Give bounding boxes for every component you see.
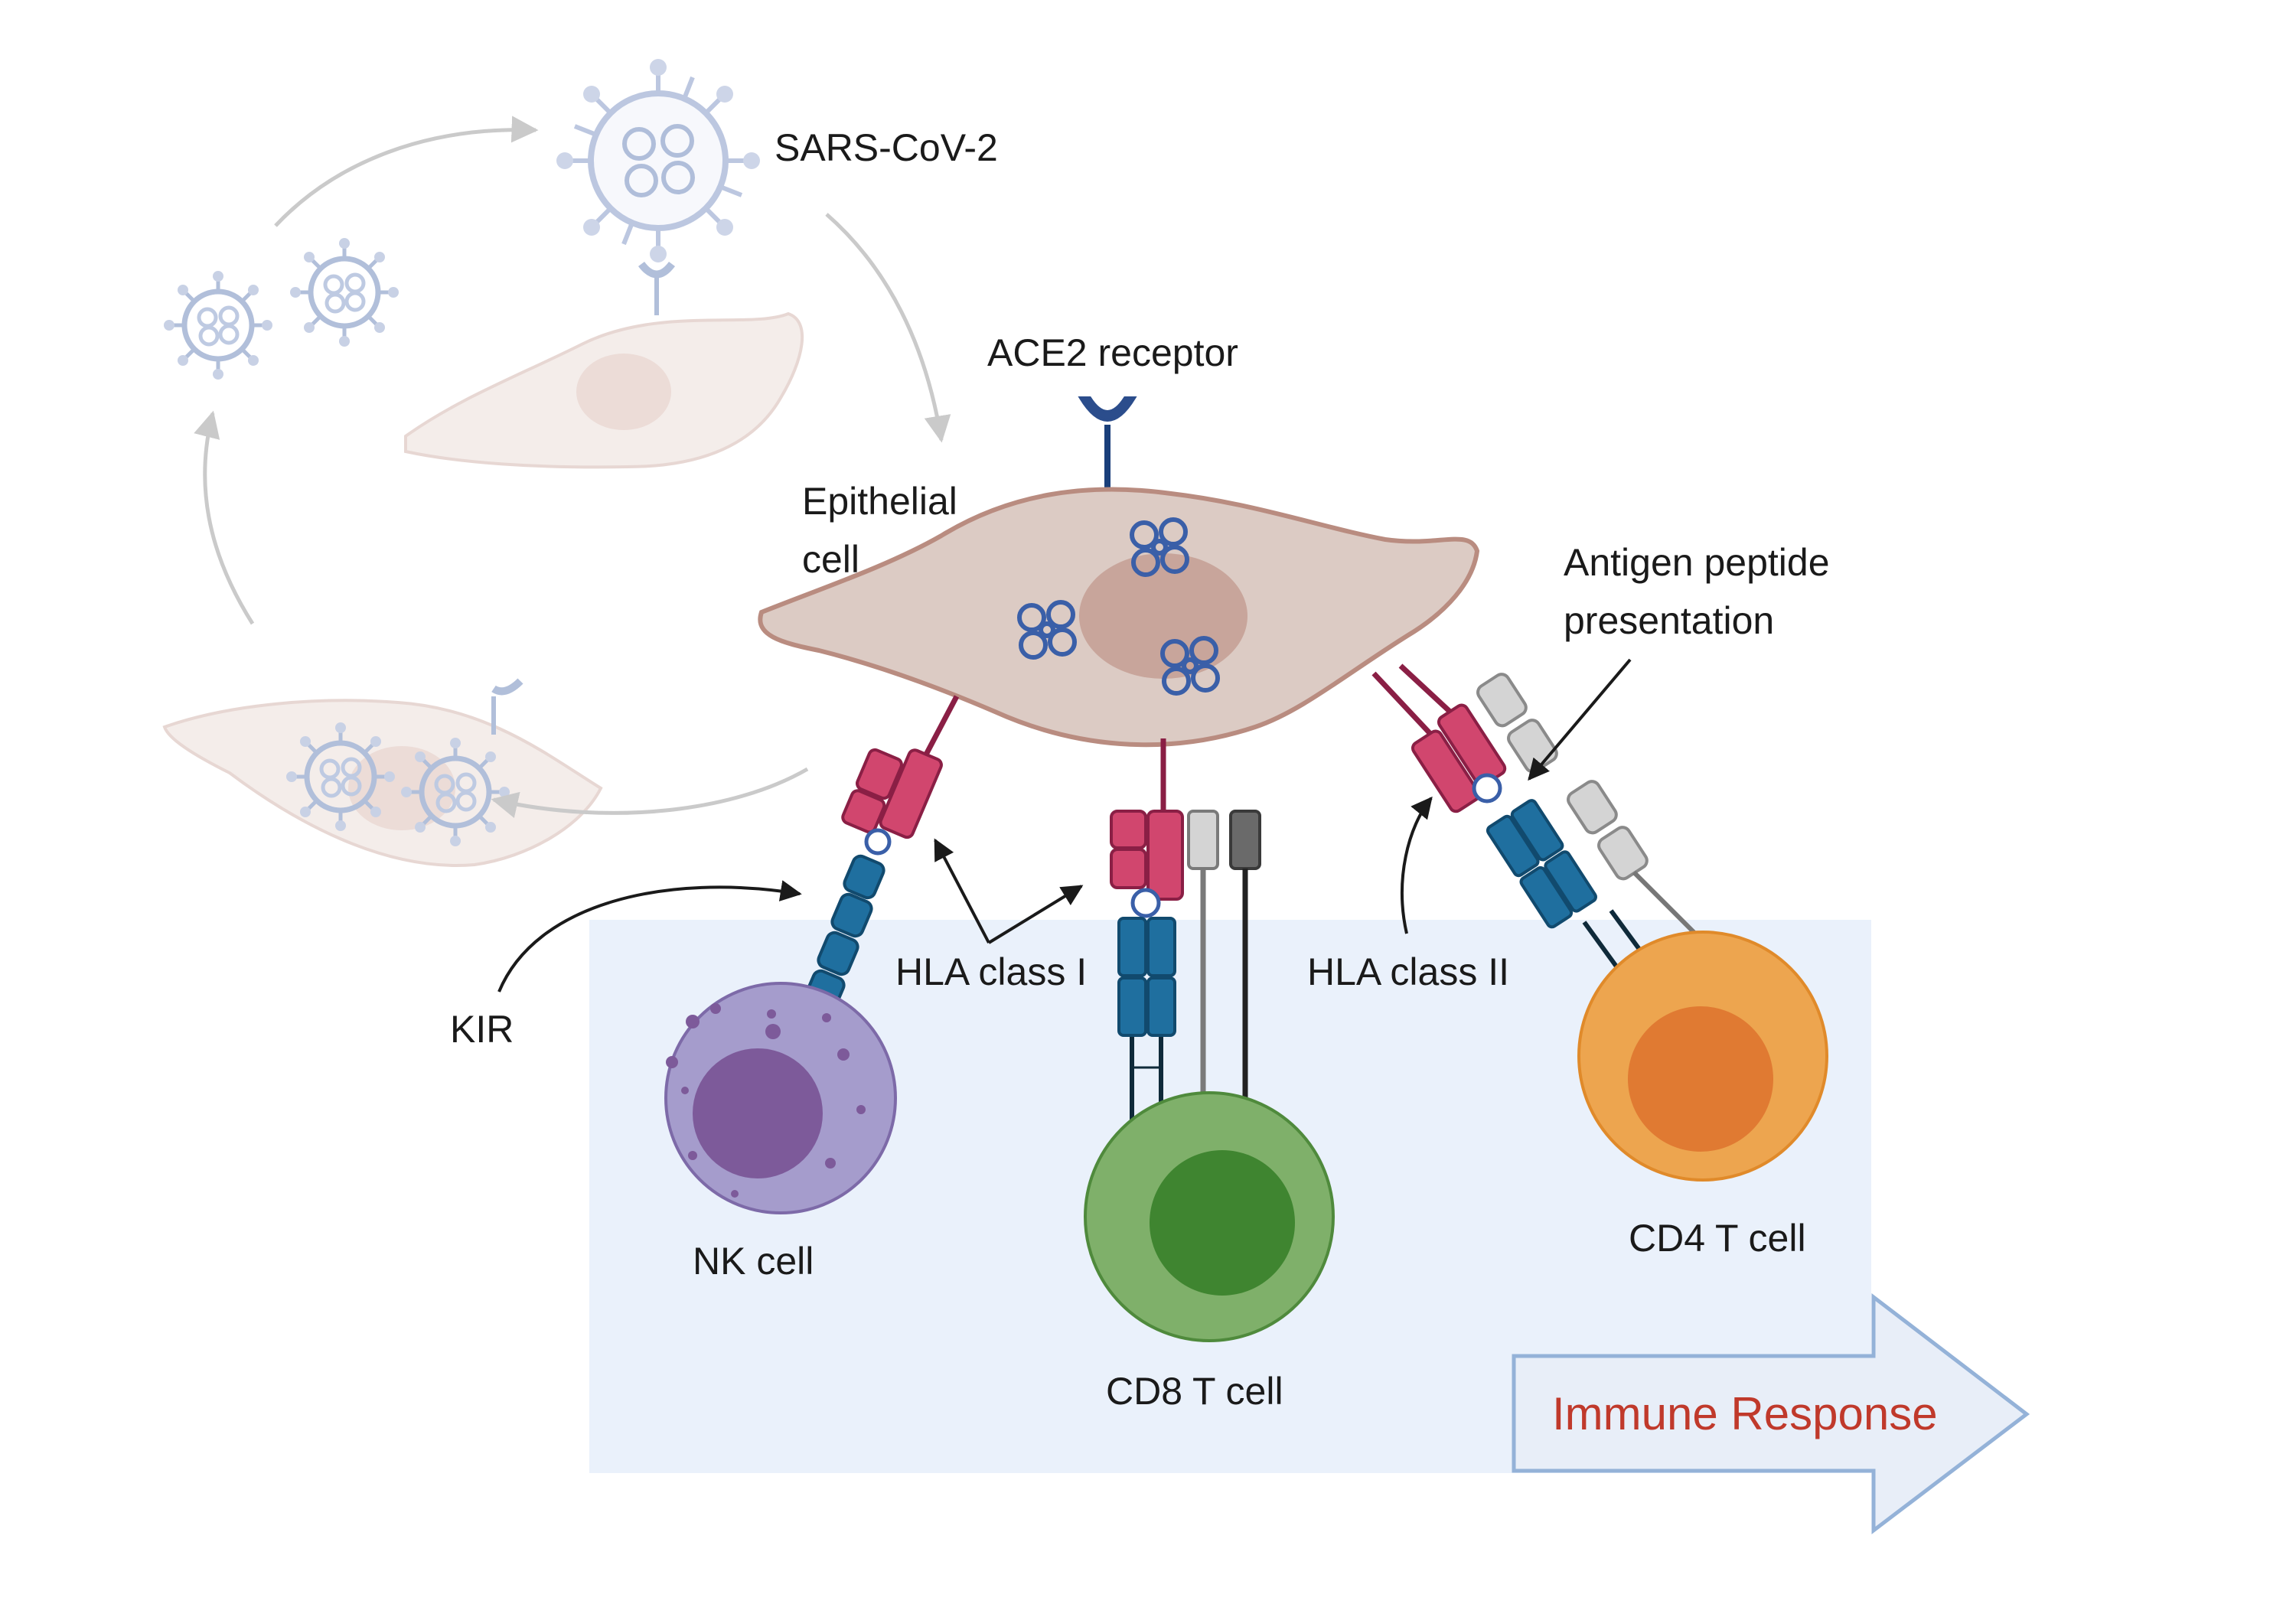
peptide-icon (1130, 888, 1161, 918)
hla1-pointer-arrow-right (987, 885, 1084, 944)
label-immune-response: Immune Response (1552, 1388, 1938, 1439)
tcr-receptor-cd8 (1117, 917, 1176, 1037)
cycle-arrow-to-infected-cell (491, 767, 809, 818)
peptide-icon (864, 828, 892, 856)
nk-cell-nucleus (693, 1048, 823, 1178)
label-hla-class-1: HLA class I (895, 950, 1087, 993)
label-sars-cov-2: SARS-CoV-2 (775, 126, 998, 169)
label-epithelial-line1: Epithelial (802, 480, 957, 523)
label-cd8-t-cell: CD8 T cell (1106, 1370, 1283, 1413)
cd8-cell-group (1084, 738, 1335, 1342)
hla1-pointer-arrow-left (934, 838, 990, 944)
label-ace2-receptor: ACE2 receptor (987, 331, 1238, 374)
cd8-coreceptor-light (1187, 810, 1219, 870)
label-hla-class-2: HLA class II (1307, 950, 1509, 993)
epithelial-nucleus (1079, 553, 1247, 679)
cd8-cell-nucleus (1150, 1150, 1295, 1296)
label-antigen-line1: Antigen peptide (1564, 541, 1830, 584)
cd8-coreceptor-dark (1229, 810, 1261, 870)
faded-nucleus-top (576, 354, 671, 430)
label-antigen-line2: presentation (1564, 599, 1774, 642)
cycle-arrow-upward (194, 410, 255, 625)
cd4-cell-nucleus (1628, 1006, 1773, 1152)
hla-class-1-molecule-cd8 (1110, 810, 1184, 901)
hla2-pointer-arrow (1401, 796, 1433, 934)
faded-ace2-cup-top (638, 261, 676, 279)
nk-granules (666, 1003, 866, 1198)
cycle-arrow-to-epithelial (825, 213, 951, 443)
virus-small-left-icon (164, 271, 272, 380)
antigen-pointer-arrow (1528, 658, 1632, 781)
epithelial-cell (758, 396, 1480, 748)
nk-cell-group (664, 695, 960, 1214)
label-epithelial-line2: cell (802, 538, 859, 581)
label-nk-cell: NK cell (693, 1240, 814, 1283)
label-cd4-t-cell: CD4 T cell (1629, 1217, 1806, 1260)
ace2-receptor-icon (1078, 396, 1137, 422)
cycle-arrow-to-virus (274, 116, 539, 227)
faded-ace2-cup-bottom (491, 678, 523, 696)
tcr-receptor-cd4 (1486, 799, 1597, 929)
sars-cov-2-virus-icon (556, 59, 760, 262)
immune-response-arrow (1512, 1292, 2030, 1535)
kir-pointer-arrow (497, 880, 802, 993)
infection-cycle (164, 59, 951, 867)
label-kir: KIR (450, 1008, 514, 1051)
peptide-icon (1472, 773, 1502, 804)
virus-small-mid-icon (290, 238, 399, 347)
hla-class-1-molecule-nk (841, 748, 943, 839)
